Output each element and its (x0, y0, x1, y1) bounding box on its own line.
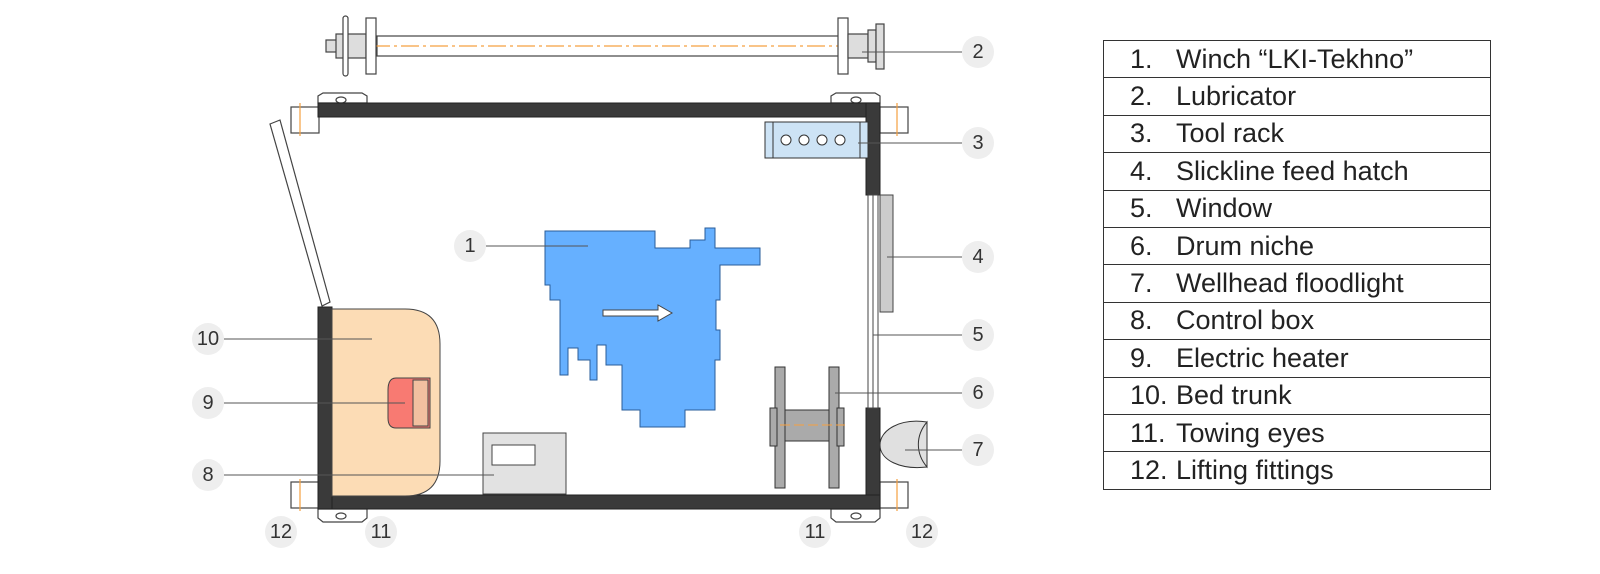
svg-text:11: 11 (805, 521, 826, 543)
legend-label: Lubricator (1176, 81, 1297, 112)
legend-label: Wellhead floodlight (1176, 268, 1404, 299)
legend-cell: 7. Wellhead floodlight (1103, 264, 1491, 303)
window (867, 194, 879, 409)
svg-text:12: 12 (911, 521, 933, 543)
legend-number: 5. (1130, 193, 1153, 224)
lifting-fittings (290, 103, 909, 511)
legend-cell: 4. Slickline feed hatch (1103, 152, 1491, 191)
legend-number: 12. (1130, 454, 1168, 485)
svg-text:11: 11 (371, 521, 392, 543)
cabin-walls (317, 102, 881, 510)
legend-number: 3. (1130, 118, 1153, 149)
legend-row: 12. Lifting fittings (1103, 451, 1491, 490)
callout-7: 7 (962, 434, 994, 466)
callout-12-right: 12 (906, 516, 938, 548)
legend-number: 6. (1130, 230, 1153, 261)
legend-label: Lifting fittings (1176, 454, 1334, 485)
callout-6: 6 (962, 377, 994, 409)
svg-text:3: 3 (972, 132, 983, 154)
legend-label: Winch “LKI-Tekhno” (1176, 43, 1414, 74)
callout-11-right: 11 (799, 516, 831, 548)
winch (544, 227, 761, 428)
legend-row: 6. Drum niche (1103, 226, 1491, 266)
legend-row: 10. Bed trunk (1103, 376, 1491, 415)
legend-row: 11. Towing eyes (1103, 413, 1491, 453)
legend-number: 9. (1130, 342, 1153, 373)
legend-number: 4. (1130, 155, 1153, 186)
legend-cell: 6. Drum niche (1103, 226, 1491, 266)
legend-cell: 9. Electric heater (1103, 339, 1491, 378)
callout-12-left: 12 (265, 516, 297, 548)
legend-row: 7. Wellhead floodlight (1103, 264, 1491, 303)
legend-number: 7. (1130, 268, 1153, 299)
callout-3: 3 (962, 127, 994, 159)
legend-cell: 10. Bed trunk (1103, 376, 1491, 415)
svg-text:4: 4 (972, 246, 983, 268)
legend-label: Electric heater (1176, 342, 1349, 373)
legend-label: Window (1176, 193, 1273, 224)
tool-rack (764, 121, 869, 159)
legend-row: 2. Lubricator (1103, 77, 1491, 116)
svg-text:7: 7 (972, 439, 983, 461)
direction-arrow-icon (602, 304, 674, 322)
svg-text:6: 6 (972, 382, 983, 404)
leader-lines (224, 51, 962, 476)
legend-row: 9. Electric heater (1103, 339, 1491, 378)
legend-label: Bed trunk (1176, 380, 1292, 411)
legend-label: Towing eyes (1176, 417, 1325, 448)
legend-cell: 12. Lifting fittings (1103, 451, 1491, 490)
svg-text:2: 2 (972, 41, 983, 63)
legend-number: 11. (1130, 417, 1166, 448)
callout-2: 2 (962, 36, 994, 68)
legend-row: 3. Tool rack (1103, 114, 1491, 154)
callout-1: 1 (454, 230, 486, 262)
drum (769, 366, 845, 489)
electric-heater (387, 377, 431, 429)
svg-text:8: 8 (202, 464, 213, 486)
legend-cell: 1. Winch “LKI-Tekhno” (1103, 39, 1491, 79)
callout-11-left: 11 (365, 516, 397, 548)
legend-label: Tool rack (1176, 118, 1285, 149)
callout-10: 10 (192, 323, 224, 355)
legend-row: 8. Control box (1103, 301, 1491, 341)
callout-4: 4 (962, 241, 994, 273)
svg-text:5: 5 (972, 324, 983, 346)
legend-label: Control box (1176, 305, 1315, 336)
legend-table: 1. Winch “LKI-Tekhno” 2. Lubricator 3. Tool r… (1103, 39, 1491, 490)
legend-cell: 8. Control box (1103, 301, 1491, 341)
callout-8: 8 (192, 459, 224, 491)
legend-row: 5. Window (1103, 189, 1491, 228)
legend-cell: 3. Tool rack (1103, 114, 1491, 154)
legend-number: 1. (1130, 43, 1153, 74)
legend-cell: 5. Window (1103, 189, 1491, 228)
svg-text:12: 12 (270, 521, 292, 543)
legend-row: 4. Slickline feed hatch (1103, 152, 1491, 191)
svg-text:1: 1 (464, 235, 475, 257)
towing-eyes (317, 92, 881, 523)
svg-text:10: 10 (197, 328, 219, 350)
legend-cell: 11. Towing eyes (1103, 413, 1491, 453)
lubricator (325, 15, 885, 77)
legend-cell: 2. Lubricator (1103, 77, 1491, 116)
door (269, 119, 331, 307)
legend-number: 8. (1130, 305, 1153, 336)
callout-9: 9 (192, 387, 224, 419)
control-box (482, 432, 567, 495)
legend-number: 10. (1130, 380, 1168, 411)
legend-label: Drum niche (1176, 230, 1315, 261)
wellhead-floodlight (879, 420, 928, 469)
svg-text:9: 9 (202, 392, 213, 414)
legend-label: Slickline feed hatch (1176, 155, 1409, 186)
callout-5: 5 (962, 319, 994, 351)
legend-number: 2. (1130, 81, 1153, 112)
legend-row: 1. Winch “LKI-Tekhno” (1103, 39, 1491, 79)
slickline-feed-hatch (879, 194, 894, 313)
